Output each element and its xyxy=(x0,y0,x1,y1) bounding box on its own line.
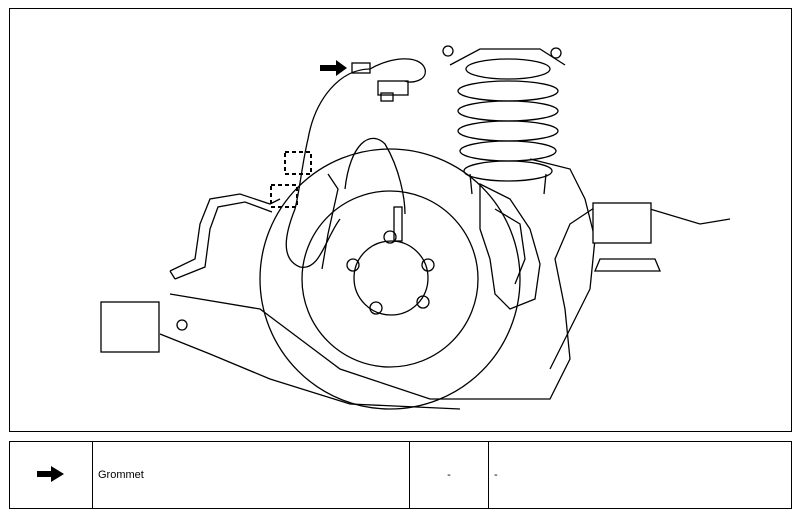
mount-nut-right xyxy=(550,47,562,59)
wire-harness-to-sensor xyxy=(344,137,406,215)
legend-quantity: - xyxy=(409,441,489,509)
lug-hole-1 xyxy=(346,258,360,272)
lower-arm-bottom xyxy=(159,333,461,410)
wire-top-loop xyxy=(369,58,426,83)
lug-hole-4 xyxy=(416,295,430,309)
body-bracket xyxy=(594,258,661,272)
brake-caliper xyxy=(479,182,541,310)
coil-spring xyxy=(457,58,559,195)
grommet-arrow-icon xyxy=(320,60,347,76)
legend-part-name: Grommet xyxy=(92,441,410,509)
clamp-box-lower xyxy=(270,184,298,208)
brake-disc-outer xyxy=(259,148,521,410)
mount-nut-left xyxy=(442,45,454,57)
illustration-drawing xyxy=(100,45,731,410)
stabilizer-end xyxy=(169,270,176,280)
lug-hole-5 xyxy=(383,230,397,244)
connector-plug xyxy=(380,92,394,102)
bolt-left xyxy=(176,319,188,331)
strut-mount xyxy=(449,48,566,66)
stabilizer-bar xyxy=(169,193,281,280)
caliper-detail xyxy=(494,208,526,285)
speed-sensor xyxy=(393,206,403,242)
arrow-right-icon xyxy=(37,465,64,482)
lug-hole-2 xyxy=(421,258,435,272)
placeholder-box-left xyxy=(100,301,160,353)
legend-table: Grommet - - xyxy=(9,441,792,509)
legend-note: - xyxy=(488,441,792,509)
placeholder-box-right xyxy=(592,202,652,244)
clamp-box-upper xyxy=(284,151,312,175)
hub-center xyxy=(353,240,429,316)
legend-icon-cell xyxy=(9,441,93,509)
brake-disc-inner xyxy=(301,190,479,368)
sensor-bracket xyxy=(321,173,339,270)
legend-row: Grommet - - xyxy=(9,441,792,509)
wire-harness xyxy=(285,68,371,268)
brake-assembly-illustration xyxy=(9,8,792,432)
lug-hole-3 xyxy=(369,301,383,315)
grommet xyxy=(351,62,371,74)
